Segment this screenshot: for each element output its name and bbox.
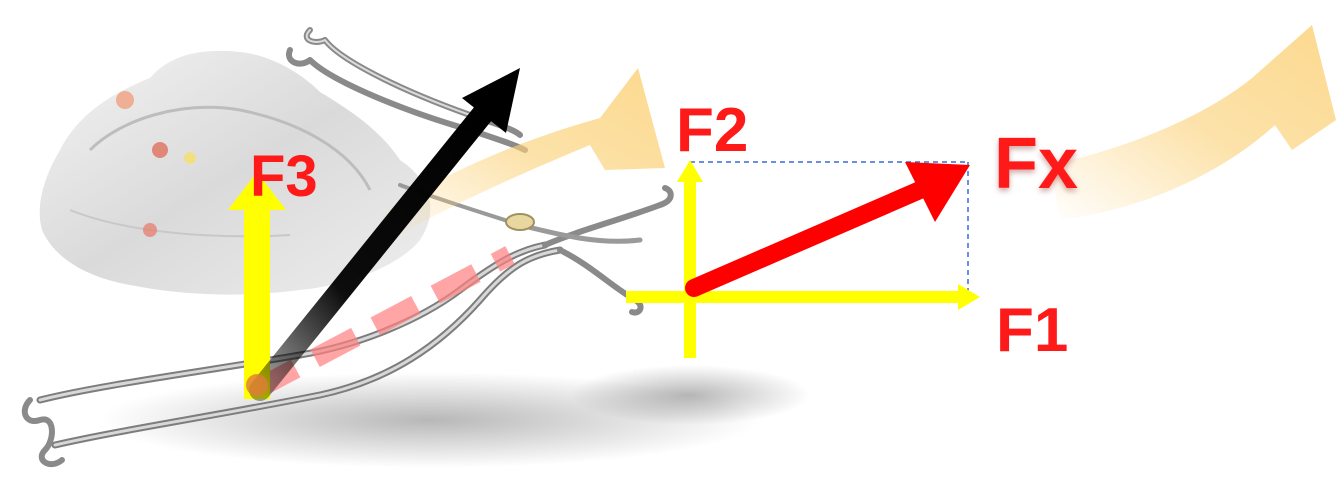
vector-resultant-black — [249, 68, 520, 401]
label-fx: Fx — [994, 124, 1079, 204]
label-f1: F1 — [996, 296, 1069, 365]
motion-arrow-right — [1050, 25, 1336, 220]
label-f3: F3 — [250, 144, 318, 209]
projection-dashed-line — [250, 246, 515, 399]
appliance-acrylic-plate — [39, 50, 431, 295]
vector-fx — [685, 162, 970, 297]
vector-f2 — [677, 160, 703, 358]
motion-arrow-left — [380, 68, 665, 235]
force-origin-marker — [246, 374, 268, 396]
appliance-wires — [21, 27, 674, 468]
construction-lines — [690, 161, 969, 296]
vector-f1 — [626, 284, 980, 310]
label-f2: F2 — [676, 96, 749, 165]
